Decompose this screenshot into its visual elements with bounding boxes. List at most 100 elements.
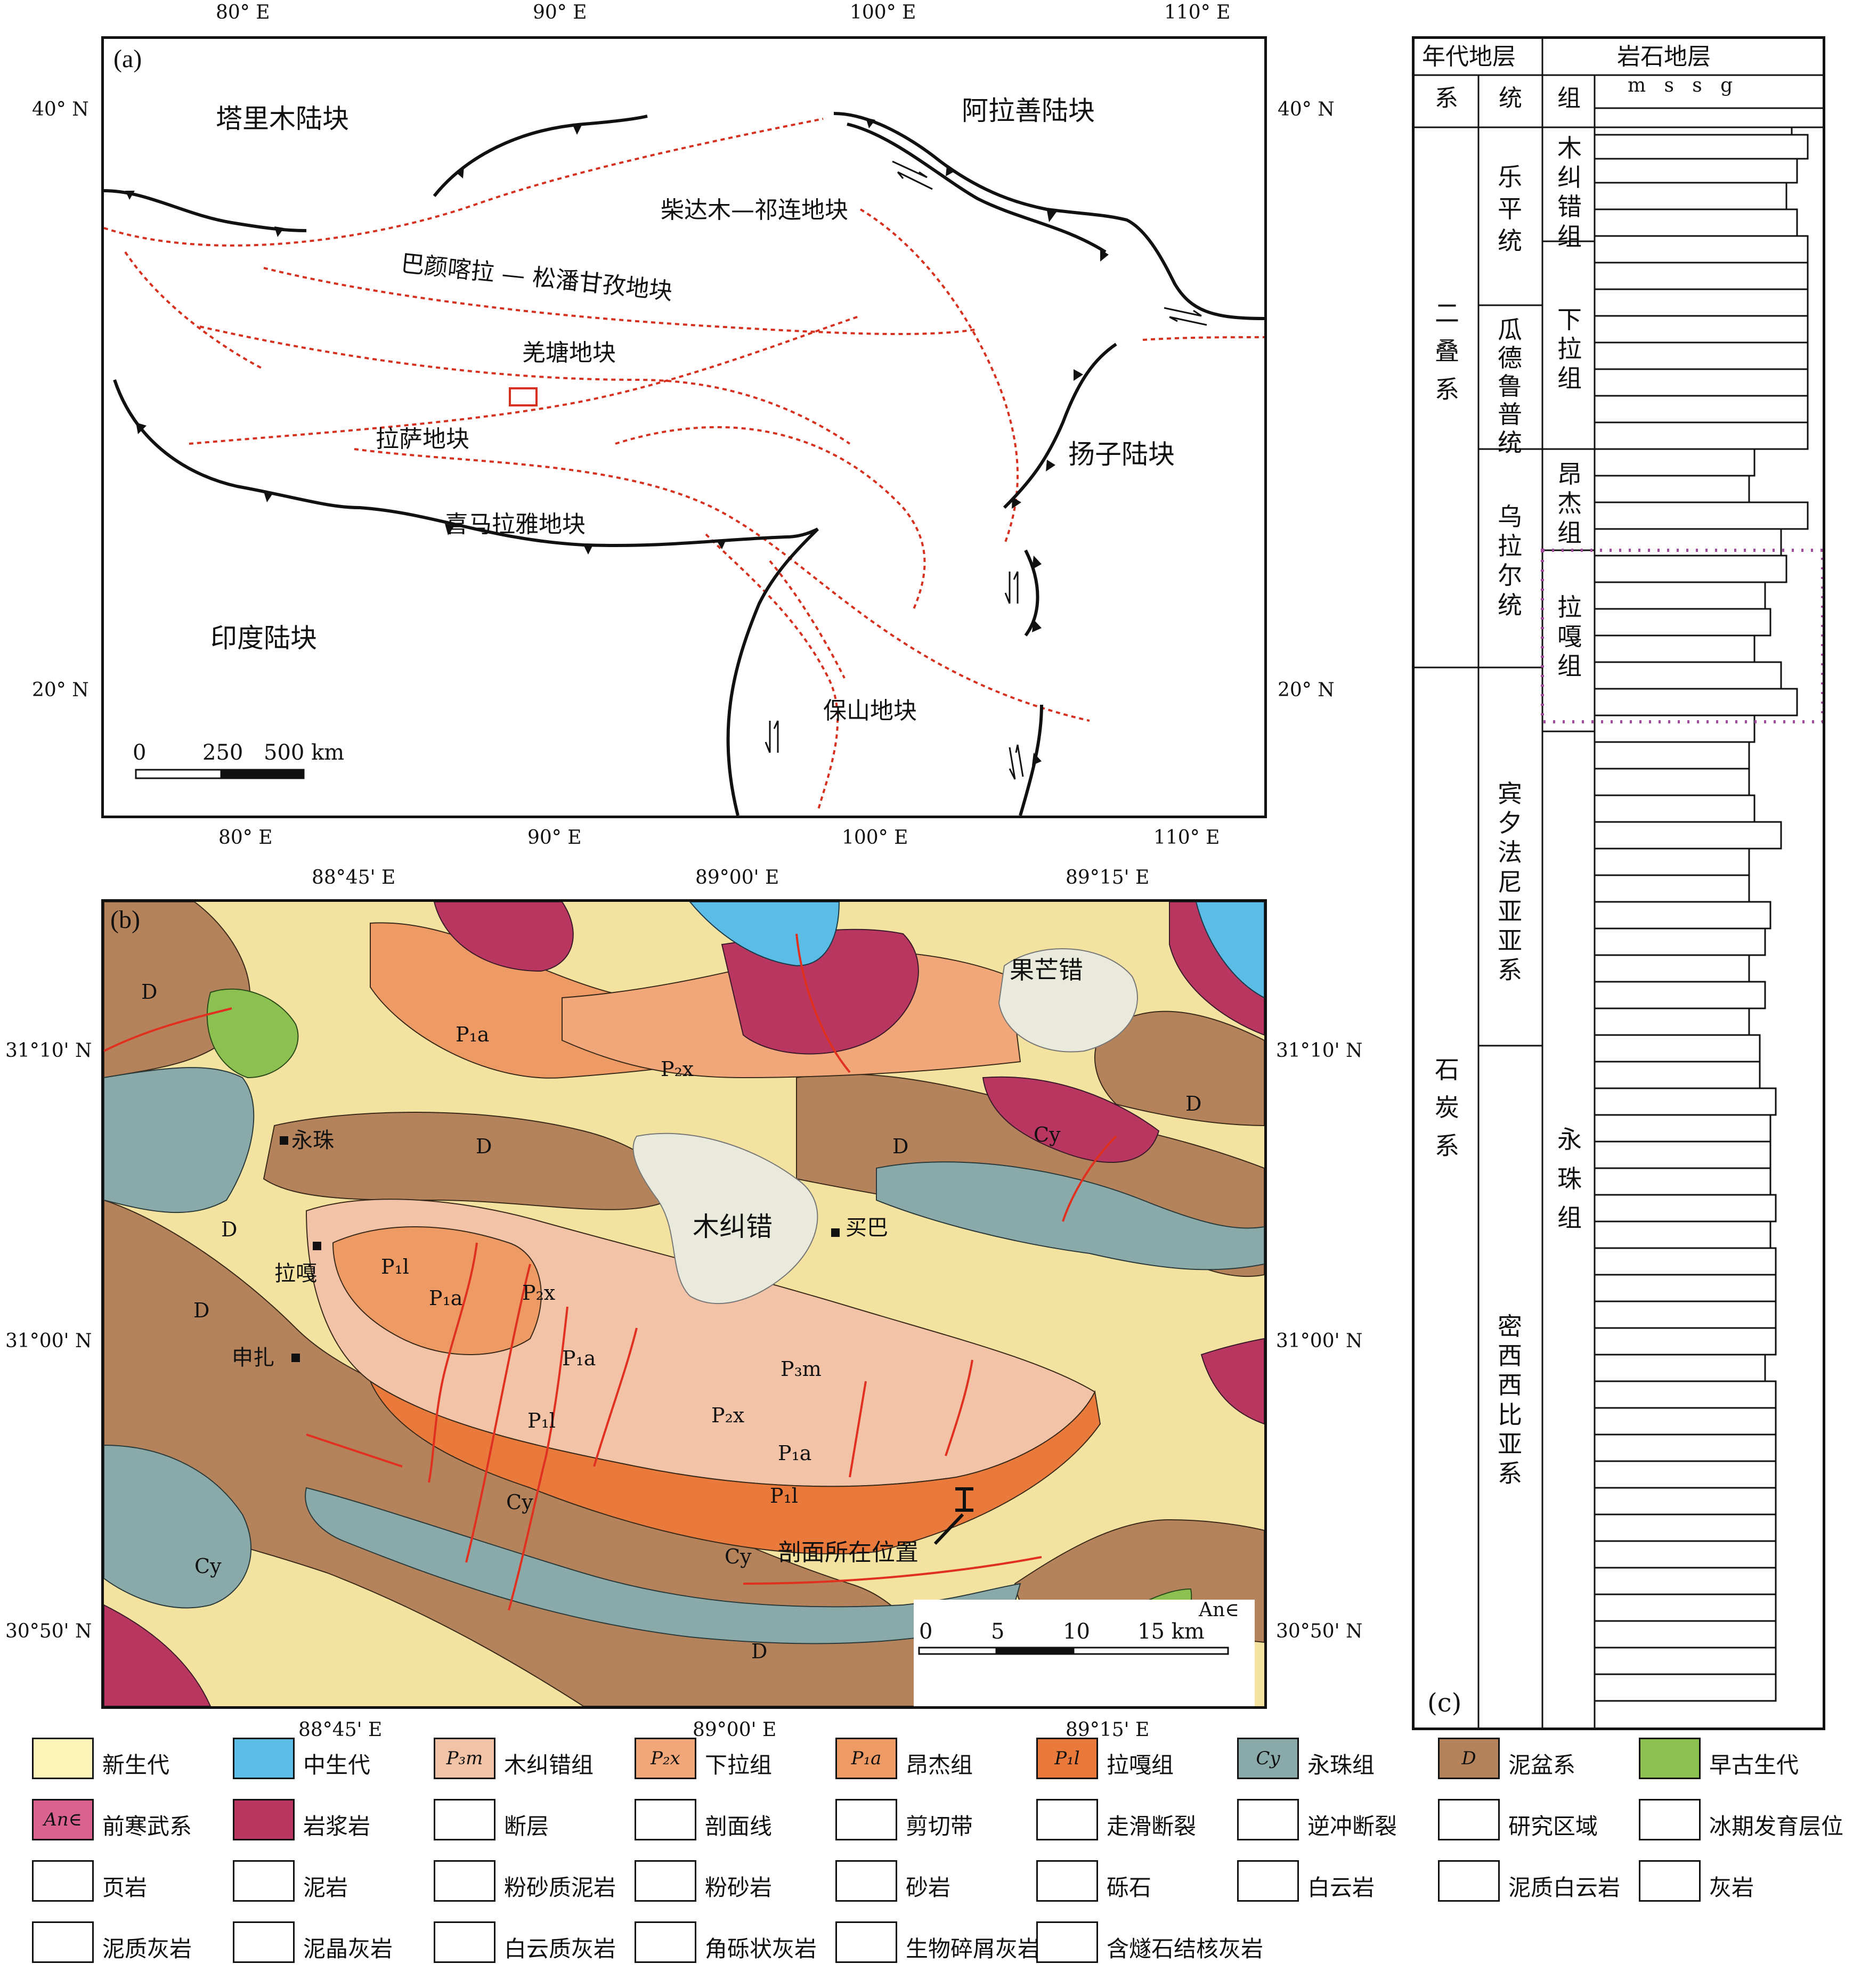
col-header-litho: 岩石地层 — [1617, 43, 1711, 70]
legend-label-shear: 剪切带 — [906, 1813, 973, 1839]
legend-item-dolomite: 白云岩 — [1237, 1860, 1433, 1907]
a-lon-bot-2: 90° E — [527, 827, 582, 849]
lithology-bed — [1594, 288, 1809, 317]
panel-c-frame: 年代地层 岩石地层 系 统 组 m s s g 二叠系 石炭系 乐平统 瓜德鲁普… — [1412, 36, 1825, 1730]
scale-b-15: 15 km — [1137, 1619, 1205, 1644]
legend-swatch-mud_limestone — [32, 1921, 94, 1963]
legend-swatch-cy: Cy — [1237, 1738, 1299, 1779]
block-india: 印度陆块 — [210, 623, 317, 654]
legend-swatch-d: D — [1438, 1738, 1500, 1779]
unit-label-cy-1: Cy — [1034, 1123, 1061, 1146]
legend-swatch-epz — [1639, 1738, 1701, 1779]
legend-label-sandstone: 砂岩 — [906, 1875, 951, 1901]
b-lon-top-1: 88°45' E — [312, 867, 396, 889]
lithology-bed — [1594, 688, 1798, 716]
col-header-grain: m s s g — [1628, 75, 1733, 96]
legend-item-dolo_limestone: 白云质灰岩 — [434, 1921, 629, 1968]
legend-item-glacial: 冰期发育层位 — [1639, 1799, 1843, 1846]
legend-swatch-sandstone — [835, 1860, 897, 1902]
legend-item-mud_dolomite: 泥质白云岩 — [1438, 1860, 1633, 1907]
panel-a-label: (a) — [113, 45, 142, 73]
legend-swatch-shear — [835, 1799, 897, 1840]
unit-label-d-3: D — [892, 1135, 909, 1158]
lithology-bed — [1594, 158, 1798, 184]
legend-label-p3m: 木纠错组 — [504, 1752, 594, 1778]
a-lon-bot-4: 110° E — [1153, 827, 1220, 849]
b-lat-right-3: 30°50' N — [1276, 1620, 1363, 1642]
lithology-bed — [1594, 1034, 1761, 1063]
unit-label-p1l-3: P₁l — [770, 1484, 798, 1508]
lithology-bed — [1594, 714, 1756, 743]
place-shenzha: 申扎 — [232, 1346, 274, 1370]
lake-guomang — [998, 948, 1138, 1053]
legend-item-silty_mud: 粉砂质泥岩 — [434, 1860, 629, 1907]
legend-swatch-gravel — [1036, 1860, 1098, 1902]
unit-label-p1l-1: P₁l — [381, 1255, 409, 1278]
lithology-bed — [1594, 1380, 1777, 1409]
unit-p1l-core — [369, 1380, 1101, 1554]
lithology-bed — [1594, 1087, 1777, 1116]
legend-item-micrite: 泥晶灰岩 — [233, 1921, 428, 1968]
lithology-bed — [1594, 1114, 1771, 1143]
legend-swatch-silty_mud — [434, 1860, 495, 1902]
lithology-bed — [1594, 1673, 1777, 1702]
legend-label-magma: 岩浆岩 — [303, 1813, 371, 1839]
legend-swatch-p1a: P₁a — [835, 1738, 897, 1779]
legend-swatch-mesozoic — [233, 1738, 295, 1779]
unit-label-p2x-1: P₂x — [661, 1057, 694, 1081]
lithology-bed — [1594, 1460, 1777, 1489]
legend-label-dolomite: 白云岩 — [1307, 1875, 1375, 1901]
scale-a-mid: 250 — [202, 740, 243, 765]
system-permian: 二叠系 — [1435, 299, 1459, 404]
unit-label-p1a-1: P₁a — [456, 1023, 490, 1046]
unit-label-d-6: D — [193, 1299, 210, 1322]
legend-swatch-thrust — [1237, 1799, 1299, 1840]
lithology-bed — [1594, 1433, 1777, 1462]
lithology-bed — [1594, 501, 1809, 530]
legend-label-chert: 含燧石结核灰岩 — [1107, 1936, 1264, 1962]
lithology-bed — [1594, 1620, 1777, 1649]
legend-swatch-siltstone — [635, 1860, 696, 1902]
lithology-bed — [1594, 1567, 1777, 1595]
series-pennsylvanian: 宾夕法尼亚亚系 — [1498, 779, 1522, 985]
legend-item-shear: 剪切带 — [835, 1799, 1031, 1846]
lithology-bed — [1594, 608, 1771, 637]
lithology-bed — [1594, 1487, 1777, 1516]
section-line-symbol — [933, 1487, 973, 1545]
block-lhasa: 拉萨地块 — [376, 426, 469, 453]
col-header-chrono: 年代地层 — [1422, 43, 1516, 70]
panel-b-label: (b) — [110, 906, 140, 934]
lithology-bed — [1594, 981, 1766, 1009]
formation-yongzhu: 永珠组 — [1557, 1125, 1582, 1233]
place-mujiu: 木纠错 — [693, 1211, 773, 1242]
legend-label-p2x: 下拉组 — [705, 1752, 773, 1778]
unit-label-p2x-2: P₂x — [522, 1281, 556, 1305]
lithology-bed — [1594, 581, 1766, 610]
legend-item-d: D 泥盆系 — [1438, 1738, 1633, 1785]
place-yongzhu: 永珠 — [291, 1128, 334, 1153]
unit-label-cy-2: Cy — [506, 1490, 533, 1514]
lithology-bed — [1594, 235, 1809, 264]
legend-label-section: 剖面线 — [705, 1813, 773, 1839]
legend-swatch-magma — [233, 1799, 295, 1840]
legend-swatch-cenozoic — [32, 1738, 94, 1779]
lithology-bed — [1594, 741, 1750, 770]
legend-label-shale: 页岩 — [102, 1875, 148, 1901]
legend-swatch-limestone — [1639, 1860, 1701, 1902]
lithology-bed — [1594, 262, 1809, 290]
place-section: 剖面所在位置 — [778, 1539, 919, 1566]
lithology-bed — [1594, 1247, 1777, 1276]
lithology-bed — [1594, 315, 1809, 344]
lithology-bed — [1594, 954, 1750, 983]
legend-label-siltstone: 粉砂岩 — [705, 1875, 773, 1901]
lithology-bed — [1594, 395, 1809, 423]
lithology-bed — [1594, 555, 1787, 583]
legend-label-d: 泥盆系 — [1508, 1752, 1576, 1778]
block-qiangtang: 羌塘地块 — [522, 339, 616, 366]
lithology-bed — [1594, 1407, 1777, 1436]
legend-label-gravel: 砾石 — [1107, 1875, 1152, 1901]
lithology-bed — [1594, 1007, 1750, 1036]
